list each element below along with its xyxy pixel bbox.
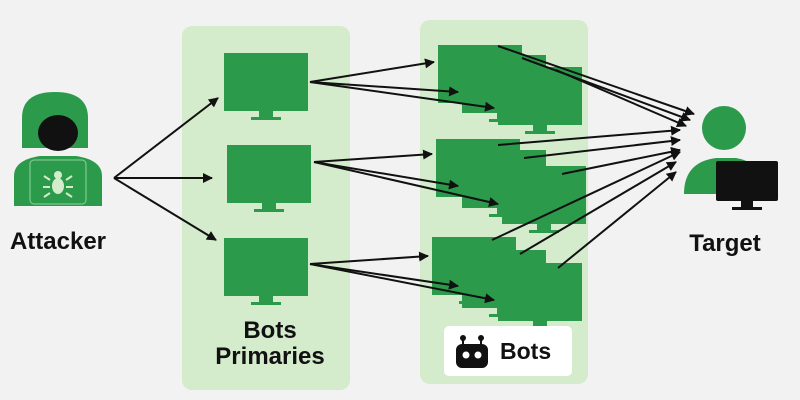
bot-cluster-3	[432, 237, 582, 330]
primary-bot-3-monitor-icon	[224, 238, 308, 305]
bot-arrows	[491, 45, 695, 269]
attacker-label: Attacker	[9, 228, 107, 255]
bot-monitor-icon	[498, 263, 582, 330]
primary-bot-1-monitor-icon	[224, 53, 308, 120]
target-icon	[684, 106, 778, 210]
bot-monitor-icon	[498, 67, 582, 134]
primary-bot-2-monitor-icon	[227, 145, 311, 212]
attacker-arrows	[113, 97, 219, 241]
target-label: Target	[689, 230, 761, 257]
robot-icon	[456, 335, 488, 368]
primaries-label-line1: Bots	[243, 317, 297, 344]
bot-cluster-1	[438, 45, 582, 134]
bots-primaries-label: Bots Primaries	[200, 318, 340, 370]
bots-label: Bots	[500, 338, 552, 364]
bots-badge: Bots	[444, 326, 572, 376]
primary-arrows	[309, 58, 499, 304]
primaries-label-line2: Primaries	[215, 343, 325, 370]
attacker-icon	[14, 92, 102, 206]
